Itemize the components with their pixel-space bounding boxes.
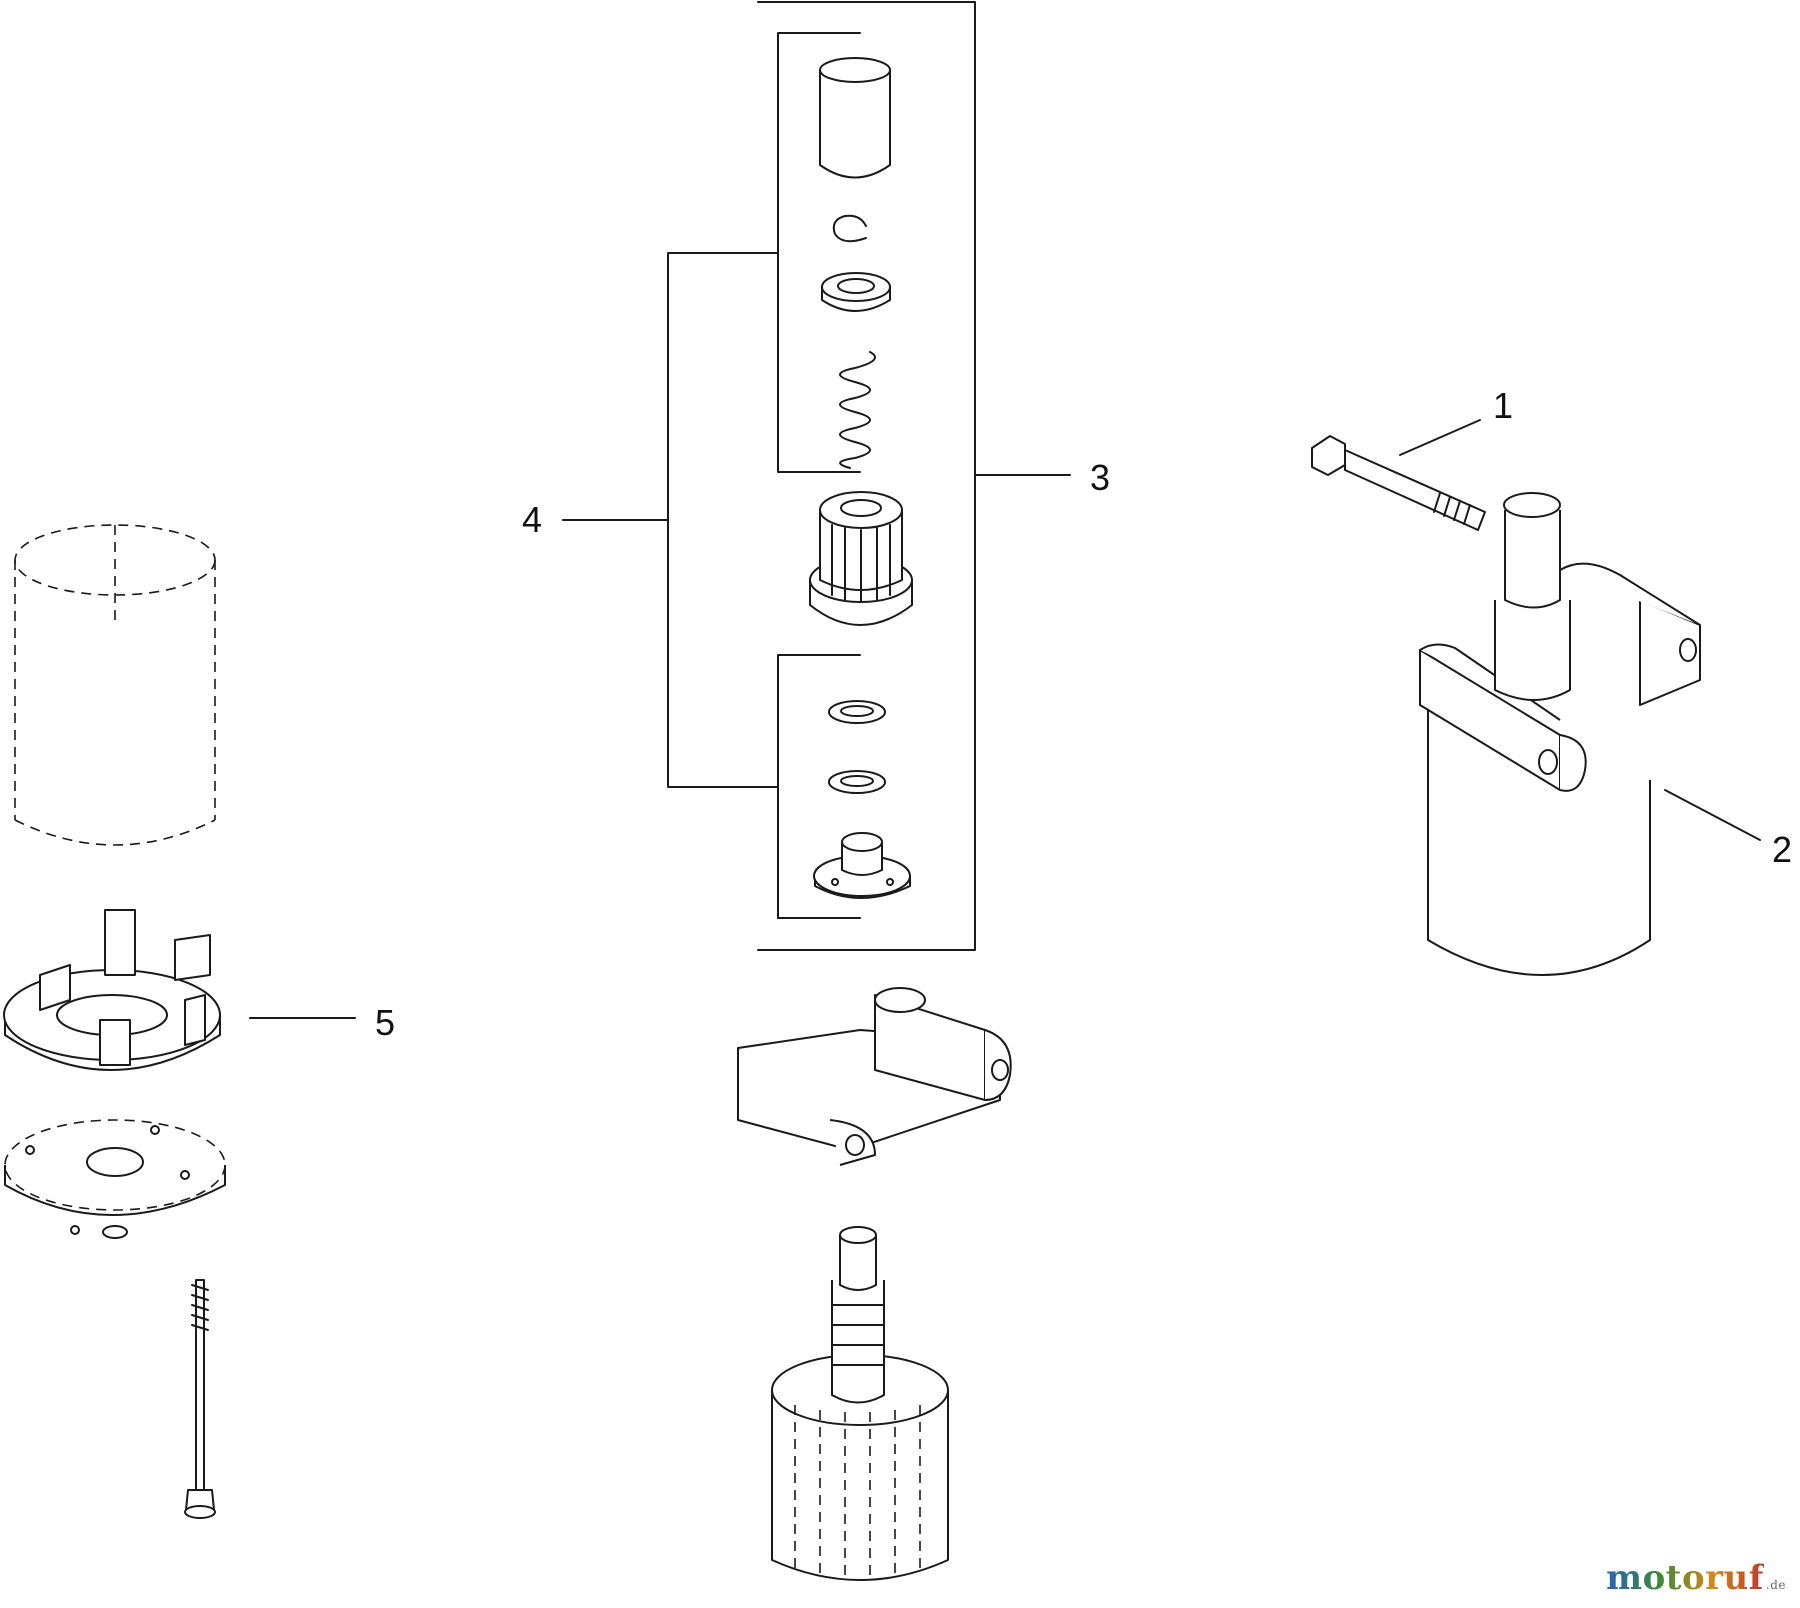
bracket-3 — [757, 1, 1071, 951]
washer-bottom-part — [828, 770, 886, 794]
starter-motor-assembly-part — [1419, 492, 1701, 976]
bolt-part — [1311, 435, 1486, 531]
leader-lines — [249, 419, 1761, 1019]
watermark-text: motoruf — [1606, 1558, 1764, 1598]
leader-2 — [1664, 789, 1761, 841]
pinion-gear-part — [809, 491, 913, 626]
callout-3: 3 — [1090, 457, 1110, 498]
watermark-logo: motoruf.de — [1606, 1558, 1786, 1598]
drive-end-cap-part — [813, 832, 911, 899]
end-plate-part — [4, 1119, 226, 1239]
retaining-ring-part — [832, 214, 867, 243]
armature-part — [771, 1226, 949, 1582]
brush-holder-part — [3, 909, 221, 1071]
drive-end-housing-part — [737, 987, 1012, 1166]
washer-top-part — [828, 700, 886, 724]
callout-2: 2 — [1772, 829, 1792, 870]
callout-4: 4 — [522, 499, 542, 540]
through-bolt-part — [184, 1279, 216, 1519]
collar-part — [821, 272, 891, 312]
watermark-tld: .de — [1765, 1578, 1786, 1592]
leader-1 — [1399, 419, 1481, 456]
callout-1: 1 — [1493, 385, 1513, 426]
frame-housing-part — [14, 524, 216, 846]
spring-part — [839, 351, 876, 469]
bracket-4 — [562, 32, 861, 919]
callout-5: 5 — [375, 1002, 395, 1043]
sleeve-part — [819, 57, 891, 179]
